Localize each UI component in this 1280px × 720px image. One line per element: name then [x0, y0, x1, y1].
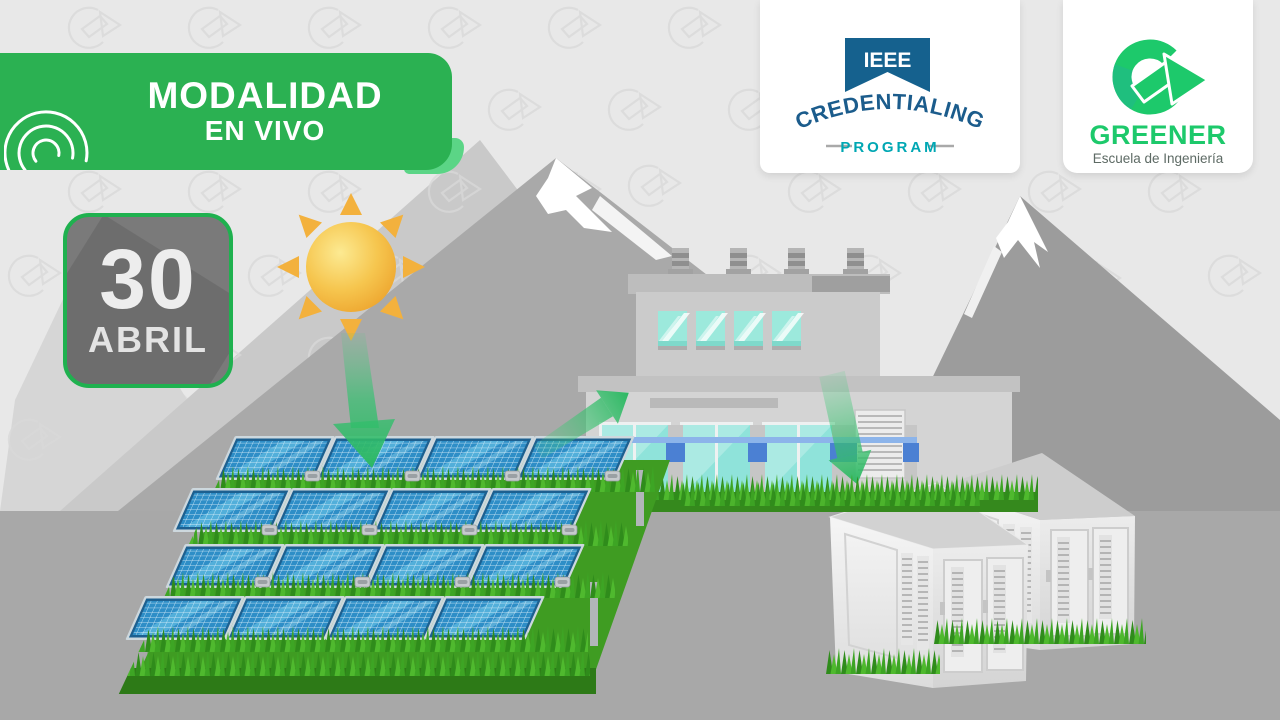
battery-box-front — [828, 482, 1030, 688]
ieee-flag-icon — [845, 38, 930, 92]
live-mode-banner: MODALIDAD EN VIVO — [0, 53, 452, 170]
upper-windows — [658, 311, 804, 350]
banner-title: MODALIDAD — [147, 74, 383, 116]
arrow-sun-to-panels — [333, 333, 395, 468]
greener-logo: GREENER Escuela de Ingeniería — [1089, 39, 1226, 166]
ieee-program-text: PROGRAM — [840, 139, 939, 156]
svg-text:CREDENTIALING: CREDENTIALING — [792, 89, 989, 134]
battery-storage-units — [828, 453, 1135, 688]
sun-icon — [277, 193, 425, 341]
ieee-arc-text: CREDENTIALING — [792, 89, 988, 134]
arrow-panels-to-building — [533, 390, 629, 459]
greener-logo-card: GREENER Escuela de Ingeniería — [1063, 0, 1253, 173]
solar-panel-field — [118, 436, 670, 694]
greener-subtitle-text: Escuela de Ingeniería — [1093, 151, 1224, 166]
banner-subtitle: EN VIVO — [204, 114, 326, 146]
date-month: ABRIL — [88, 319, 208, 361]
building-grass — [614, 474, 1038, 512]
greener-brand-text: GREENER — [1089, 120, 1226, 150]
ieee-credentialing-logo-card: IEEE CREDENTIALING PROGRAM — [760, 0, 1020, 173]
ieee-flag-text: IEEE — [864, 49, 912, 72]
date-badge: 30 ABRIL — [63, 213, 233, 388]
ieee-credentialing-logo: IEEE CREDENTIALING PROGRAM — [792, 38, 989, 156]
building-sign — [650, 398, 778, 408]
greener-g-arrow-icon — [1112, 39, 1210, 115]
date-day: 30 — [99, 231, 197, 326]
battery-grass — [826, 618, 1146, 674]
broadcast-waves-icon — [4, 110, 89, 170]
